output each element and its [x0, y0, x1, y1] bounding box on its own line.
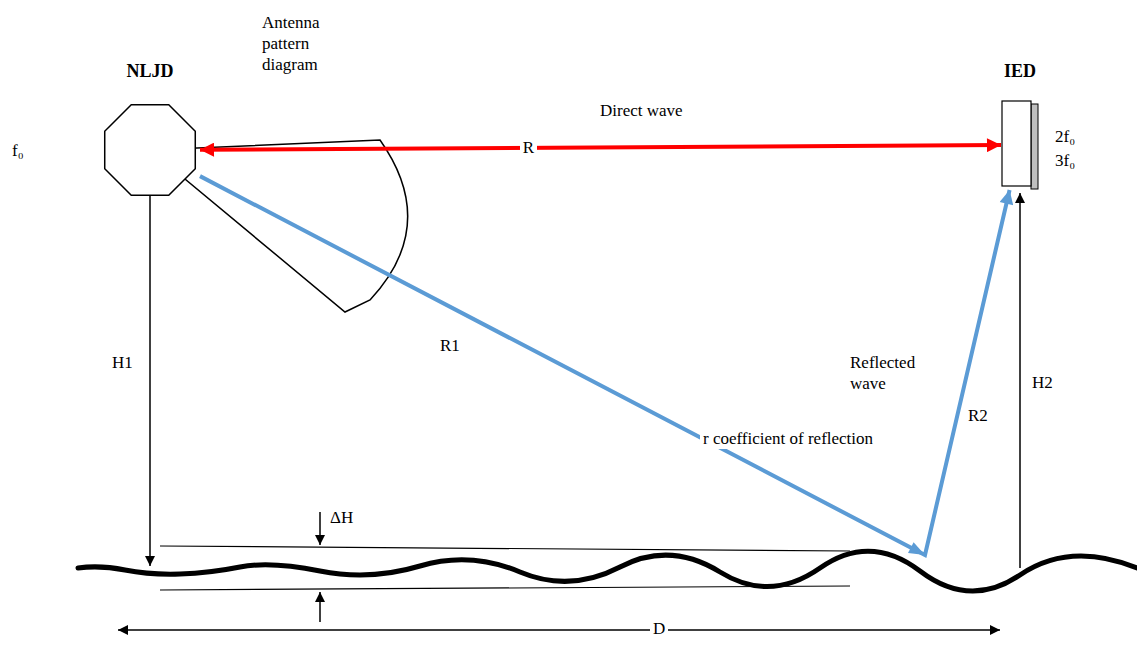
- dimension-arrow: [319, 512, 321, 545]
- distance-arrow: [118, 629, 1000, 631]
- roughness-line: [160, 586, 850, 590]
- label-text: H1: [112, 352, 133, 373]
- label-text: Direct wave: [600, 100, 683, 121]
- label-text: D: [650, 618, 668, 639]
- height-arrow: [1019, 193, 1021, 568]
- label-text: r coefficient of reflection: [700, 428, 876, 449]
- octagon-outline: [100, 100, 200, 200]
- device-node: IED: [985, 60, 1055, 190]
- box-front: [1002, 101, 1031, 186]
- label-text: R1: [440, 335, 460, 356]
- label-text: Reflected wave: [850, 352, 935, 394]
- wave-arrow: [200, 145, 1001, 150]
- node-heading: IED: [1004, 60, 1036, 82]
- dimension-arrow: [319, 592, 321, 622]
- roughness-line: [160, 546, 850, 551]
- node-heading: NLJD: [126, 60, 173, 82]
- nljd-body: [105, 105, 196, 196]
- label-text: H2: [1032, 372, 1053, 393]
- label-text: 2f₀: [1055, 126, 1075, 147]
- label-text: 3f₀: [1055, 150, 1075, 171]
- label-text: Antenna pattern diagram: [262, 12, 357, 75]
- device-node: NLJD: [100, 60, 200, 200]
- box-side: [1031, 104, 1038, 189]
- ied-box: [1001, 100, 1039, 190]
- wave-arrow: [200, 176, 1010, 555]
- label-text: R2: [968, 405, 988, 426]
- label-text: f₀: [12, 140, 24, 161]
- height-arrow: [149, 153, 151, 566]
- edge-label: R: [520, 137, 537, 158]
- ground-surface: [78, 551, 1137, 591]
- label-text: ΔH: [330, 507, 353, 528]
